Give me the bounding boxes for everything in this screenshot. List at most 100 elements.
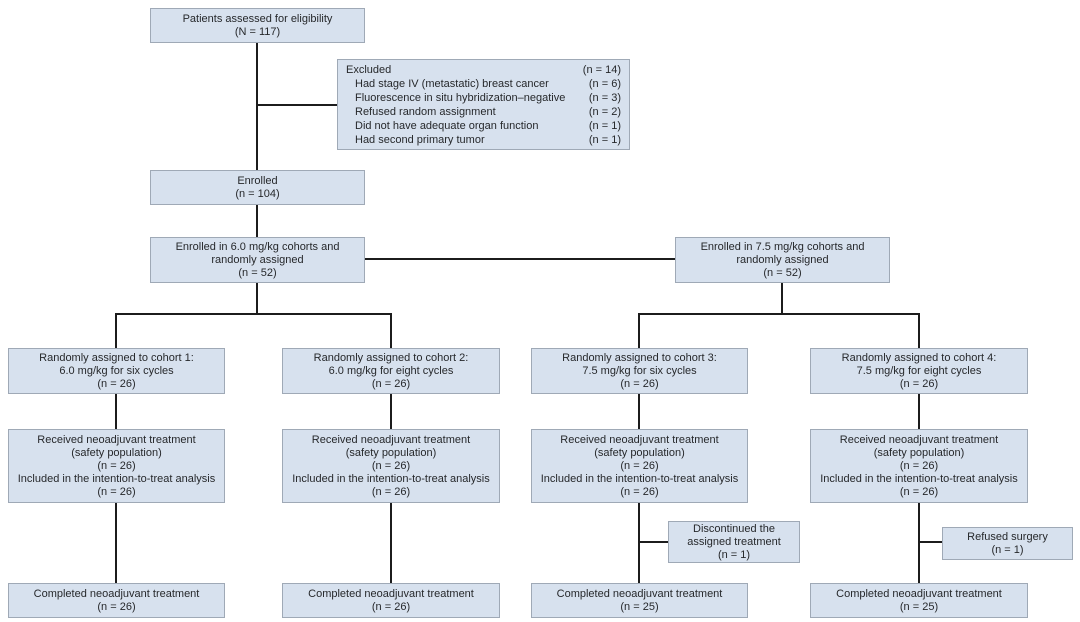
received4-box: Received neoadjuvant treatment (safety p… [810, 429, 1028, 503]
connector-to-cohort3 [638, 313, 640, 348]
connector-to-refused [919, 541, 942, 543]
box-line: Received neoadjuvant treatment [560, 433, 719, 446]
box-line: (safety population) [345, 446, 437, 459]
completed2-box: Completed neoadjuvant treatment (n = 26) [282, 583, 500, 618]
connector-received2-to-completed2 [390, 503, 392, 583]
box-line: (N = 117) [234, 25, 281, 38]
connector-received4-to-completed4 [918, 503, 920, 583]
box-line: Received neoadjuvant treatment [37, 433, 196, 446]
box-line: (n = 25) [899, 600, 939, 613]
connector-cohort3-to-received3 [638, 394, 640, 429]
box-line: (n = 104) [235, 187, 280, 200]
box-line: 7.5 mg/kg for six cycles [582, 364, 697, 377]
box-line: (n = 26) [371, 600, 411, 613]
connector-arm75-split [638, 313, 920, 315]
completed3-box: Completed neoadjuvant treatment (n = 25) [531, 583, 748, 618]
box-line: Completed neoadjuvant treatment [556, 587, 723, 600]
box-line: Patients assessed for eligibility [182, 12, 333, 25]
cohort3-box: Randomly assigned to cohort 3: 7.5 mg/kg… [531, 348, 748, 394]
completed4-box: Completed neoadjuvant treatment (n = 25) [810, 583, 1028, 618]
box-line: Included in the intention-to-treat analy… [820, 472, 1018, 485]
box-line: (n = 26) [371, 459, 411, 472]
excluded-label: Excluded [346, 64, 392, 76]
enrolled-box: Enrolled (n = 104) [150, 170, 365, 205]
excluded-count: (n = 14) [582, 64, 621, 76]
excluded-row: Excluded (n = 14) [346, 63, 621, 77]
excluded-count: (n = 1) [588, 120, 621, 132]
box-line: (n = 26) [371, 485, 411, 498]
box-line: (safety population) [873, 446, 965, 459]
connector-cohort4-to-received4 [918, 394, 920, 429]
box-line: Included in the intention-to-treat analy… [540, 472, 739, 485]
box-line: (n = 26) [899, 459, 939, 472]
connector-arm75-down [781, 283, 783, 315]
box-line: Randomly assigned to cohort 4: [841, 351, 997, 364]
box-line: (n = 26) [899, 377, 939, 390]
excluded-label: Fluorescence in situ hybridization–negat… [355, 92, 566, 104]
arm-60-box: Enrolled in 6.0 mg/kg cohorts and random… [150, 237, 365, 283]
box-line: Randomly assigned to cohort 2: [313, 351, 469, 364]
box-line: Completed neoadjuvant treatment [33, 587, 200, 600]
box-line: Received neoadjuvant treatment [311, 433, 471, 446]
connector-arm60-to-arm75 [365, 258, 675, 260]
box-line: 6.0 mg/kg for six cycles [59, 364, 174, 377]
excluded-count: (n = 1) [588, 134, 621, 146]
box-line: (n = 25) [620, 600, 659, 613]
cohort4-box: Randomly assigned to cohort 4: 7.5 mg/kg… [810, 348, 1028, 394]
connector-received3-to-completed3 [638, 503, 640, 583]
excluded-row: Refused random assignment (n = 2) [346, 105, 621, 119]
received2-box: Received neoadjuvant treatment (safety p… [282, 429, 500, 503]
box-line: Discontinued the [693, 522, 775, 535]
box-line: (safety population) [71, 446, 162, 459]
box-line: (n = 1) [717, 548, 751, 561]
connector-arm60-down [256, 283, 258, 315]
arm-75-box: Enrolled in 7.5 mg/kg cohorts and random… [675, 237, 890, 283]
cohort1-box: Randomly assigned to cohort 1: 6.0 mg/kg… [8, 348, 225, 394]
connector-to-cohort4 [918, 313, 920, 348]
box-line: assigned treatment [687, 535, 781, 548]
cohort2-box: Randomly assigned to cohort 2: 6.0 mg/kg… [282, 348, 500, 394]
box-line: Enrolled [237, 174, 278, 187]
box-line: (n = 26) [97, 459, 136, 472]
connector-cohort1-to-received1 [115, 394, 117, 429]
connector-enrolled-to-arm60 [256, 204, 258, 237]
box-line: (n = 52) [238, 266, 277, 279]
excluded-label: Had stage IV (metastatic) breast cancer [355, 78, 549, 90]
connector-cohort2-to-received2 [390, 394, 392, 429]
eligibility-box: Patients assessed for eligibility (N = 1… [150, 8, 365, 43]
box-line: Completed neoadjuvant treatment [836, 587, 1002, 600]
box-line: Enrolled in 6.0 mg/kg cohorts and [175, 240, 340, 253]
box-line: (n = 26) [97, 377, 136, 390]
excluded-row: Did not have adequate organ function (n … [346, 119, 621, 133]
excluded-row: Fluorescence in situ hybridization–negat… [346, 91, 621, 105]
received1-box: Received neoadjuvant treatment (safety p… [8, 429, 225, 503]
excluded-count: (n = 2) [588, 106, 621, 118]
excluded-count: (n = 6) [588, 78, 621, 90]
box-line: (n = 26) [371, 377, 411, 390]
excluded-label: Refused random assignment [355, 106, 496, 118]
box-line: Randomly assigned to cohort 3: [562, 351, 717, 364]
box-line: Completed neoadjuvant treatment [308, 587, 474, 600]
box-line: 6.0 mg/kg for eight cycles [328, 364, 454, 377]
box-line: Randomly assigned to cohort 1: [39, 351, 194, 364]
box-line: (n = 26) [620, 459, 659, 472]
box-line: randomly assigned [736, 253, 829, 266]
connector-to-excluded [257, 104, 337, 106]
connector-arm60-split [115, 313, 392, 315]
completed1-box: Completed neoadjuvant treatment (n = 26) [8, 583, 225, 618]
box-line: 7.5 mg/kg for eight cycles [856, 364, 982, 377]
excluded-label: Did not have adequate organ function [355, 120, 539, 132]
box-line: (n = 26) [97, 600, 136, 613]
excluded-row: Had stage IV (metastatic) breast cancer … [346, 77, 621, 91]
box-line: (n = 52) [763, 266, 802, 279]
box-line: (n = 26) [899, 485, 939, 498]
excluded-box: Excluded (n = 14) Had stage IV (metastat… [337, 59, 630, 150]
excluded-count: (n = 3) [588, 92, 621, 104]
connector-to-discontinued [639, 541, 668, 543]
connector-received1-to-completed1 [115, 503, 117, 583]
box-line: (safety population) [594, 446, 685, 459]
excluded-label: Had second primary tumor [355, 134, 485, 146]
box-line: (n = 26) [620, 485, 659, 498]
box-line: Included in the intention-to-treat analy… [292, 472, 490, 485]
